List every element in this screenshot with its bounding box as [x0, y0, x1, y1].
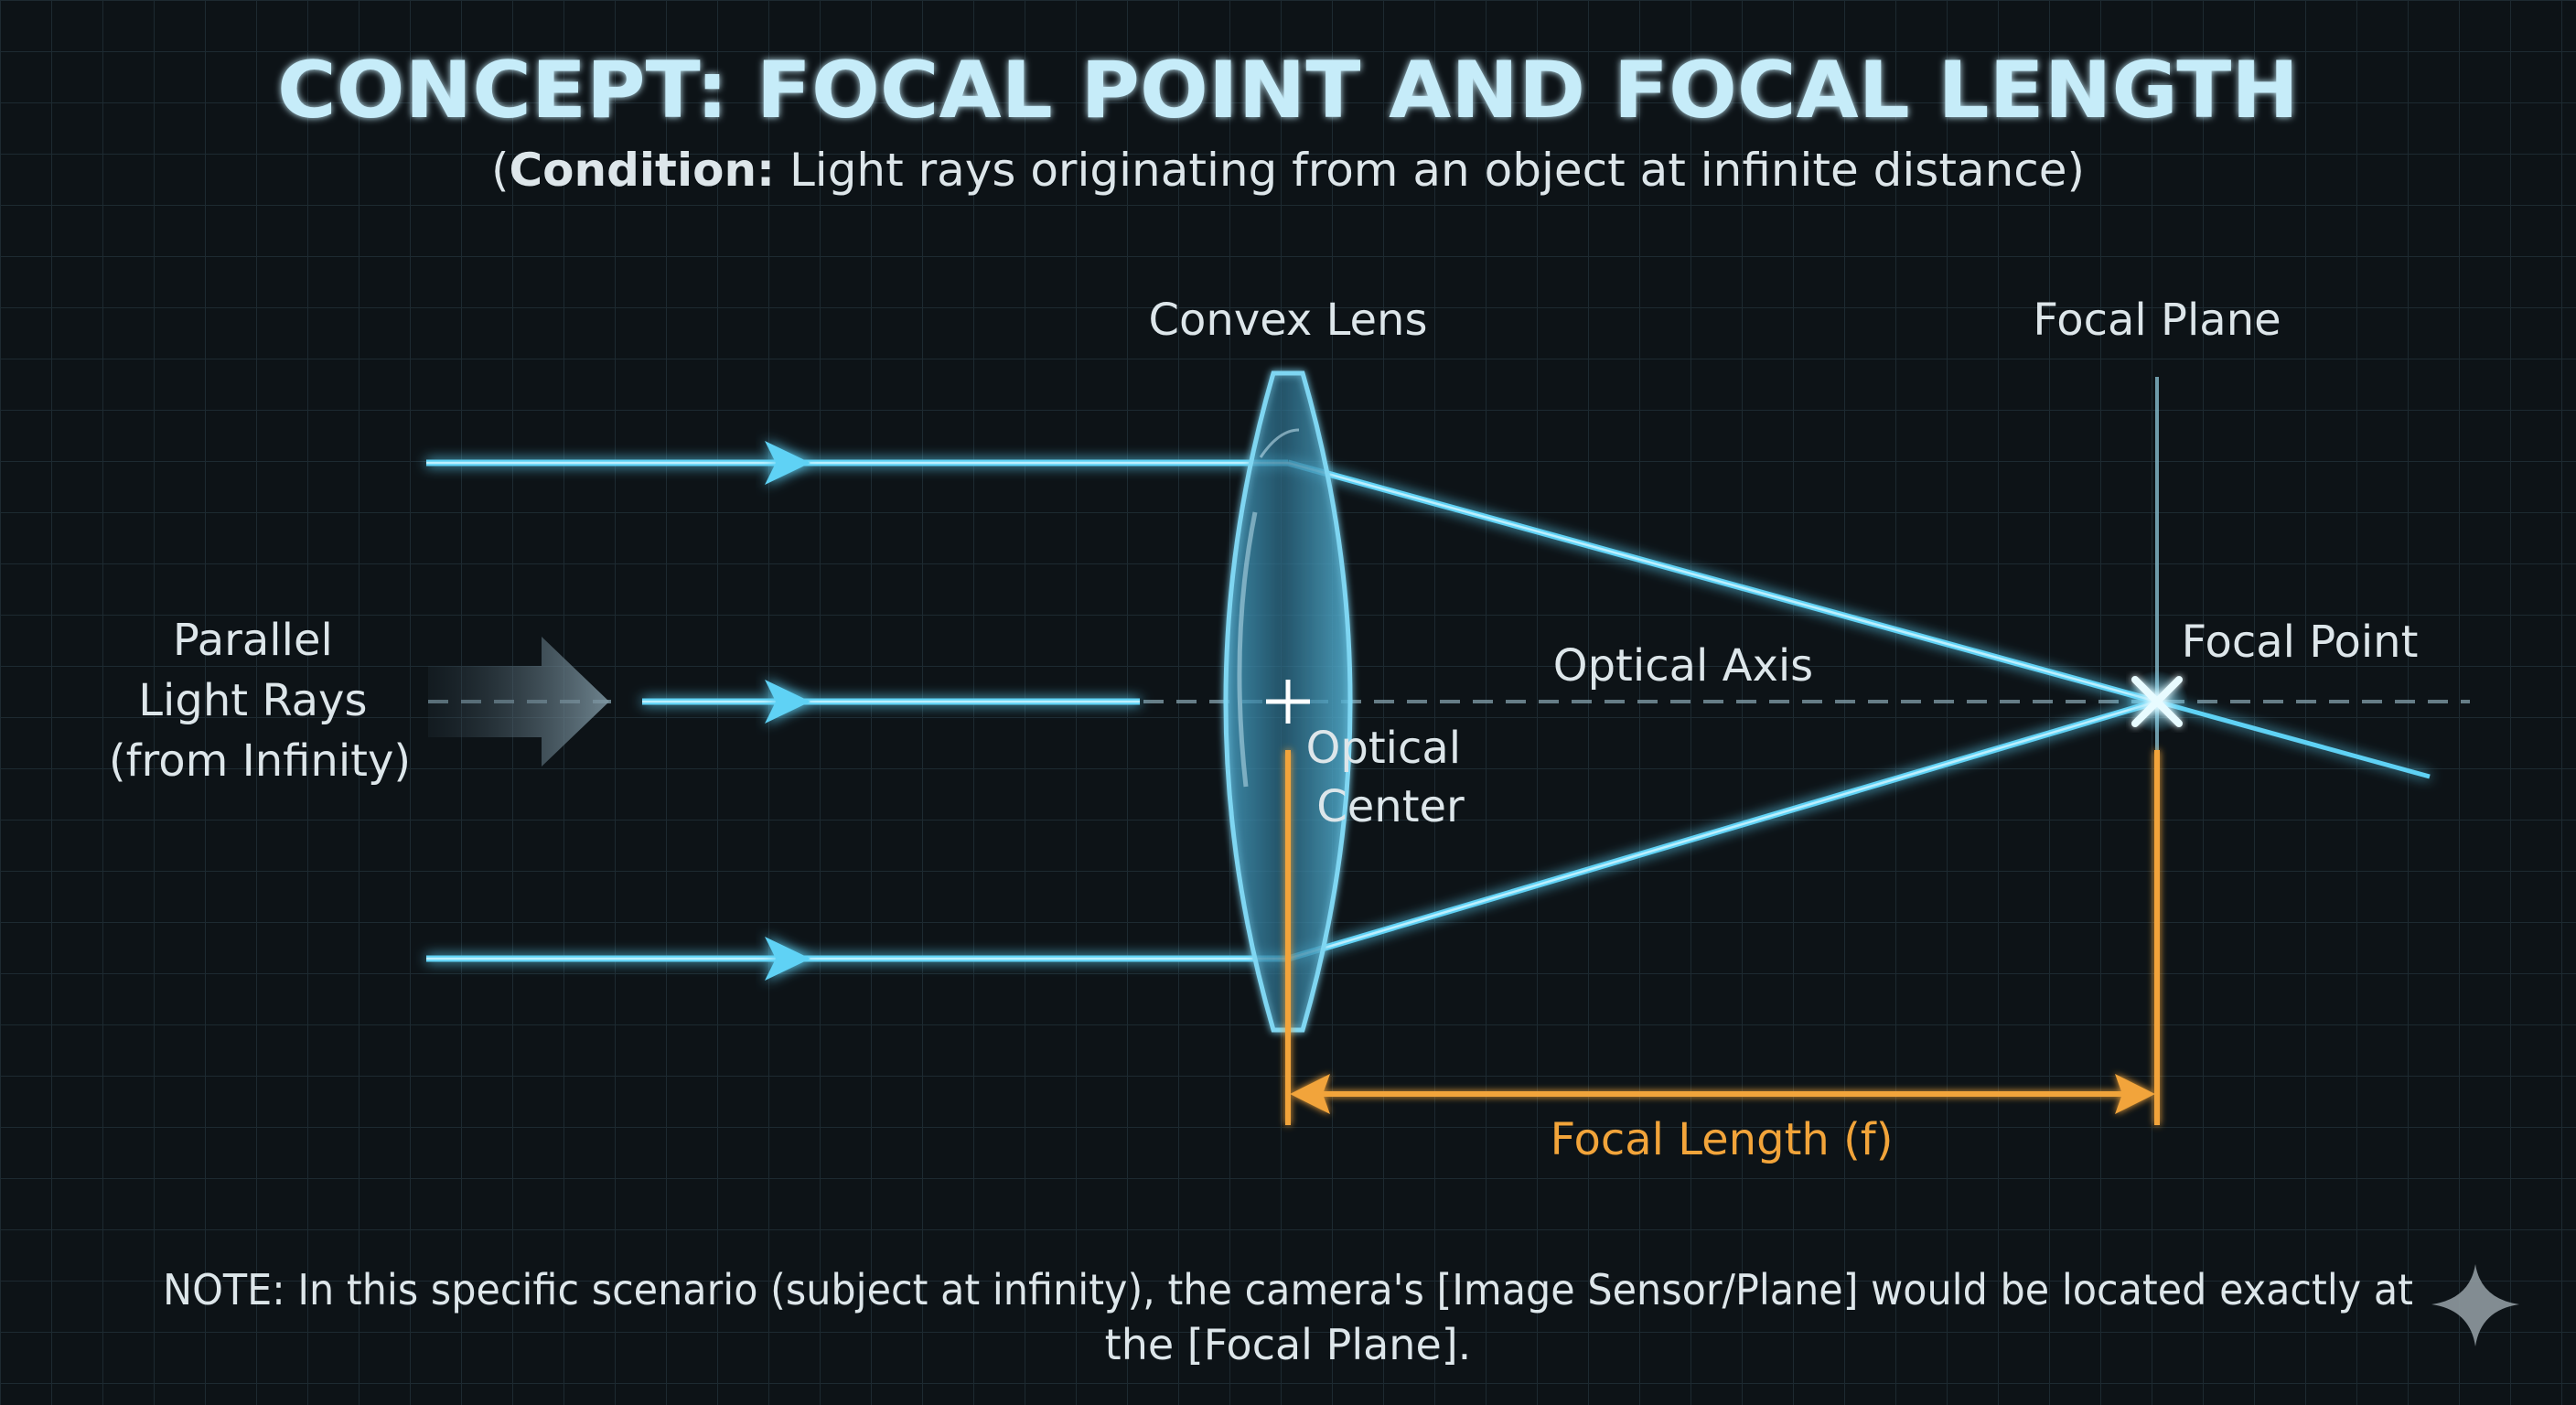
ray-middle-arrow-icon	[765, 680, 810, 724]
focal-point-label: Focal Point	[2182, 617, 2419, 668]
parallel-label-line1: Parallel	[173, 615, 333, 666]
subtitle-condition-text: Light rays originating from an object at…	[775, 144, 2085, 197]
diagram-title: CONCEPT: FOCAL POINT AND FOCAL LENGTH	[277, 45, 2299, 136]
focal-length-label: Focal Length (f)	[1551, 1114, 1894, 1165]
focal-point-x-mark-icon	[2131, 676, 2183, 727]
optical-center-plus-icon	[1266, 680, 1310, 724]
parallel-rays-direction-arrow-icon	[428, 637, 609, 767]
ray-top-continued	[2156, 699, 2431, 779]
ray-bottom-arrow-icon	[765, 937, 810, 981]
parallel-light-rays-label: Parallel Light Rays (from Infinity)	[109, 615, 411, 787]
focal-length-dimension	[1285, 750, 2160, 1125]
parallel-label-line3: (from Infinity)	[109, 735, 411, 787]
note-line-2: the [Focal Plane].	[1105, 1320, 1472, 1369]
parallel-label-line2: Light Rays	[138, 675, 367, 726]
subtitle-condition-label: Condition:	[509, 144, 775, 197]
subtitle-paren: (	[491, 144, 510, 197]
diagram-subtitle: (Condition: Light rays originating from …	[491, 144, 2085, 197]
note-line-1: NOTE: In this specific scenario (subject…	[163, 1265, 2413, 1314]
optical-center-line1: Optical	[1306, 723, 1462, 774]
optical-axis-label: Optical Axis	[1553, 640, 1813, 692]
focal-plane-label: Focal Plane	[2033, 295, 2281, 346]
sparkle-icon	[2431, 1264, 2519, 1346]
dimension-left-arrow-icon	[1290, 1074, 1330, 1114]
convex-lens-label: Convex Lens	[1149, 295, 1428, 346]
optical-center-label: Optical Center	[1306, 723, 1476, 832]
optical-center-line2: Center	[1316, 781, 1465, 832]
dimension-right-arrow-icon	[2115, 1074, 2155, 1114]
ray-top-arrow-icon	[765, 441, 810, 485]
